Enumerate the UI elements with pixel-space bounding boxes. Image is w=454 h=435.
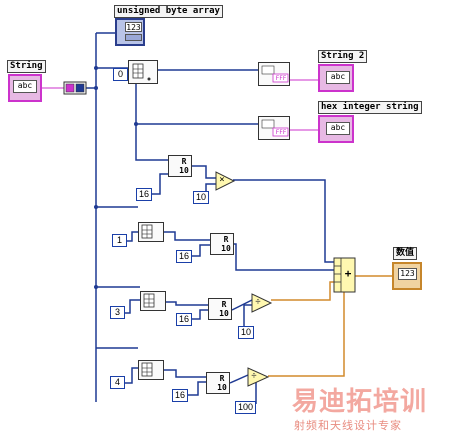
radix-convert-function-b[interactable]: R 10 [210,233,234,255]
string-control-terminal[interactable]: abc [8,74,42,102]
index-constant-4[interactable]: 4 [110,376,125,389]
wire-radix-a [150,173,168,195]
string-control-value: abc [13,80,37,93]
hex-string-indicator[interactable]: abc [318,115,354,143]
index-array-function-0[interactable] [128,60,158,84]
numeric-wires [86,32,334,404]
wire-idx3 [123,299,140,314]
numeric-label: 数值 [393,247,418,260]
wire-idx1 [125,231,138,242]
numeric-indicator[interactable]: 123 [392,262,422,290]
compound-add-function[interactable] [333,257,356,293]
wire-deca-to-mult [192,165,216,179]
wire-idx3-out [166,301,208,306]
divide-operator-b[interactable] [251,293,273,313]
multiply-operator[interactable] [215,171,236,191]
divide-constant-c[interactable]: 100 [235,401,257,414]
wire-radix-c [190,309,208,320]
wire-decb-to-add [234,243,334,271]
radix-constant-d[interactable]: 16 [172,389,189,402]
byte-array-indicator[interactable]: 123 [115,18,145,46]
byte-array-label: unsigned byte array [114,5,223,18]
wire-idx1-out [164,231,210,241]
radix-convert-function-c[interactable]: R 10 [208,298,232,320]
dec-format-text: FFF [275,129,287,136]
radix-constant-b[interactable]: 16 [176,250,193,263]
multiply-constant[interactable]: 10 [193,191,210,204]
wire-decc-to-div [231,299,253,311]
string2-indicator[interactable]: abc [318,64,354,92]
number-to-decimal-string-function[interactable]: FFF [258,116,290,140]
divide-symbol-c: ÷ [251,371,257,381]
index-array-function-1[interactable] [138,222,164,242]
divide-operator-c[interactable] [247,367,270,387]
wire-mult-to-add [233,179,334,263]
index-constant-1[interactable]: 1 [112,234,127,247]
wire-idx4 [123,367,138,384]
index-constant-3[interactable]: 3 [110,306,125,319]
numeric-value: 123 [398,268,417,280]
string2-label: String 2 [318,50,368,63]
wire-radix-d [188,381,206,396]
wire-idx4-out [164,369,206,378]
index-array-function-4[interactable] [138,360,164,380]
string2-value: abc [326,71,350,84]
radix-constant-a[interactable]: 16 [136,188,153,201]
radix-convert-function-a[interactable]: R 10 [168,155,192,177]
wire-idx0-to-dec-a [135,124,168,161]
index-constant-0[interactable]: 0 [113,68,128,81]
byte-array-value: 123 [125,22,142,32]
divide-constant-b[interactable]: 10 [238,326,255,339]
wire-div-b-const [243,304,252,330]
string-control-label: String [7,60,46,73]
wire-divb-to-add [271,281,336,301]
watermark-subtitle: 射频和天线设计专家 [294,419,402,432]
divide-symbol-b: ÷ [255,297,261,307]
string-to-byte-array-function[interactable] [63,81,87,95]
double-wires [268,275,392,377]
radix-constant-c[interactable]: 16 [176,313,193,326]
index-array-function-3[interactable] [140,291,166,311]
hex-string-label: hex integer string [318,101,422,114]
radix-convert-function-d[interactable]: R 10 [206,372,230,394]
hex-string-value: abc [326,122,350,135]
watermark: 易迪拓培训 射频和天线设计专家 [288,381,448,433]
junctions [94,66,138,289]
number-to-hex-string-function[interactable]: FFF [258,62,290,86]
multiply-symbol: × [219,175,225,185]
compound-add-symbol: + [344,267,352,280]
wire-decd-to-div [229,374,249,384]
watermark-title: 易迪拓培训 [292,387,428,417]
wire-idx0-to-dec [135,84,258,125]
wire-divc-to-add [268,290,345,377]
hex-format-text: FFF [275,75,287,82]
wire-radix-b [190,244,210,257]
